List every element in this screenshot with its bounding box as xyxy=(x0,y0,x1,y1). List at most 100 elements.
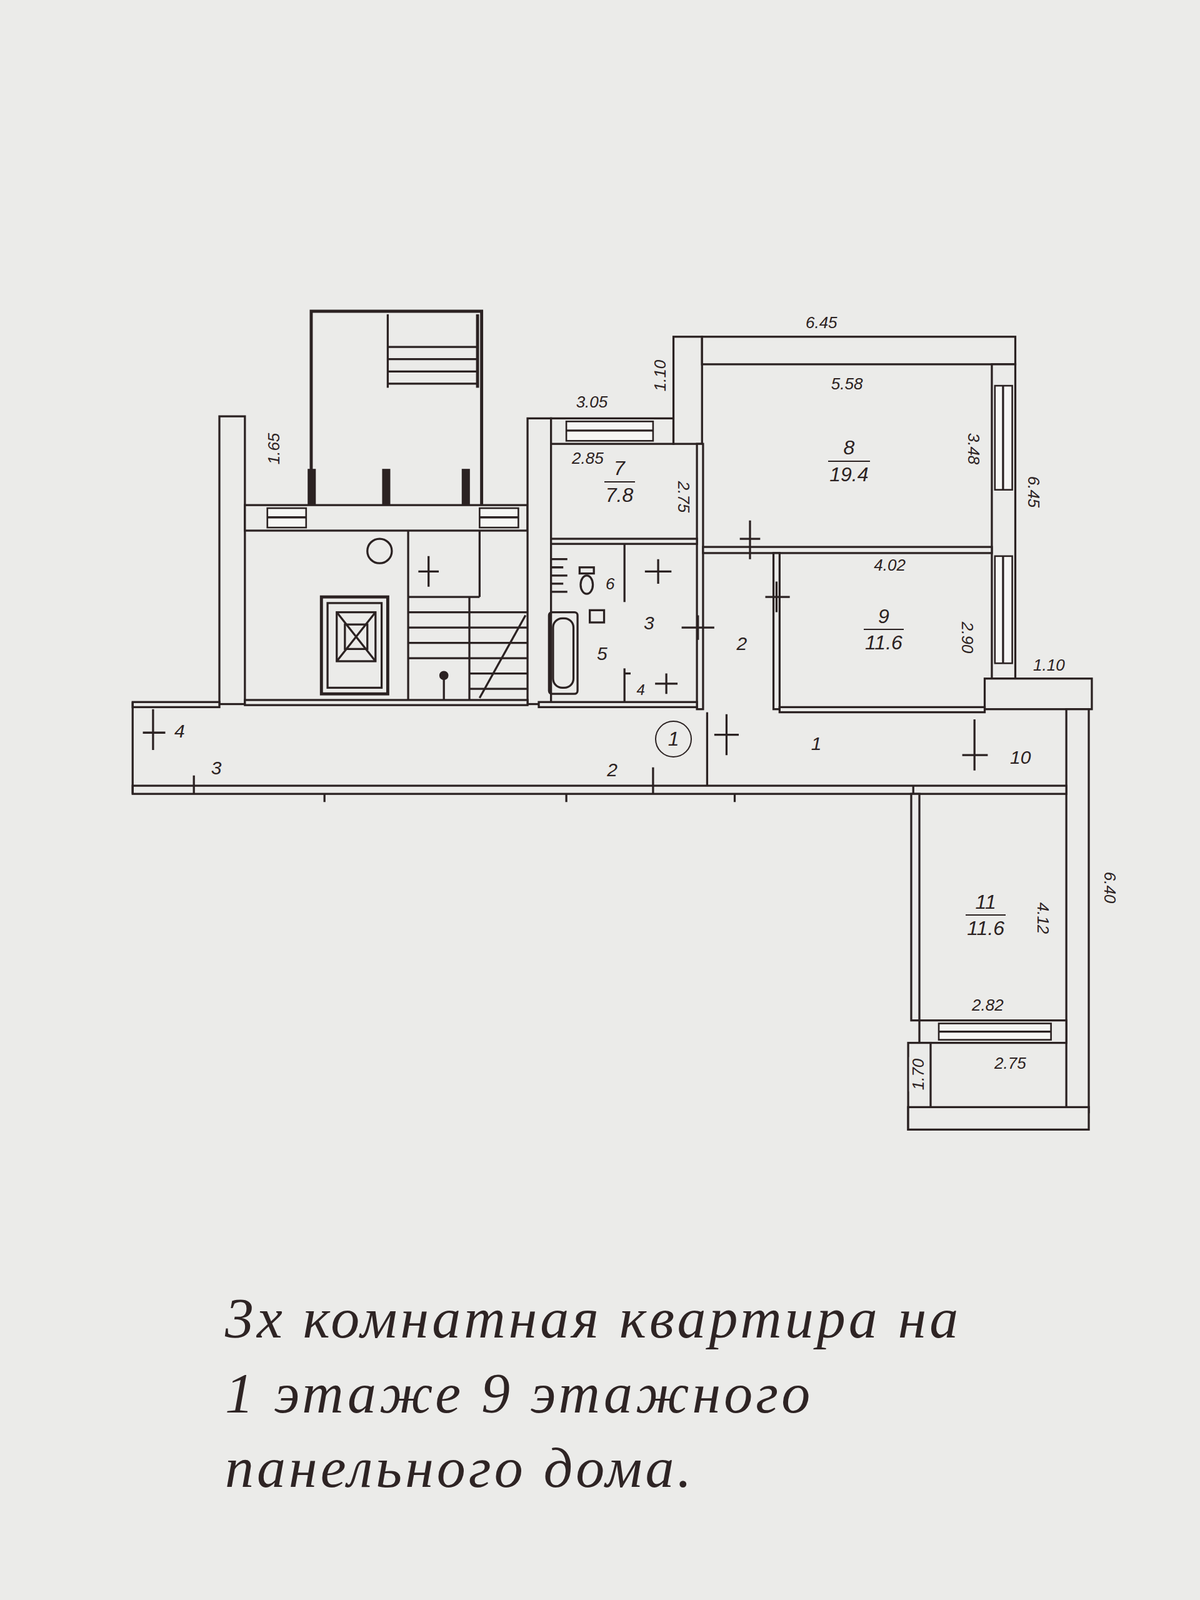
stair-tread xyxy=(469,687,528,690)
window xyxy=(995,556,1013,664)
wall xyxy=(919,1020,1067,1044)
door-mark xyxy=(143,709,166,750)
door-mark xyxy=(765,581,790,613)
room-label: 77.8 xyxy=(599,453,640,511)
pipe-symbol xyxy=(367,538,392,564)
toilet xyxy=(580,575,594,594)
window xyxy=(938,1023,1052,1040)
room-number: 7 xyxy=(604,456,635,483)
window xyxy=(566,421,654,441)
partition-line xyxy=(478,530,481,597)
room-number: 1 xyxy=(810,732,824,754)
room-number: 8 xyxy=(828,436,870,462)
room-number: 3 xyxy=(210,756,224,778)
dimension-label: 2.90 xyxy=(958,620,977,655)
fixtures xyxy=(548,559,604,695)
room-label: 819.4 xyxy=(823,432,875,490)
dimension-label: 3.05 xyxy=(575,393,610,412)
dimension-label: 6.40 xyxy=(1101,870,1120,905)
stair-tread xyxy=(387,370,478,373)
wall xyxy=(527,418,552,704)
column xyxy=(462,469,470,505)
stair-tread xyxy=(387,382,478,385)
door-mark xyxy=(193,767,654,794)
stair-arrow xyxy=(479,615,525,698)
room-number: 6 xyxy=(604,575,616,594)
callout-circle: 1 xyxy=(655,720,692,758)
tick xyxy=(324,785,914,802)
windows xyxy=(267,385,1052,1040)
dimension-label: 6.45 xyxy=(804,313,839,332)
walls xyxy=(132,336,1092,1130)
wall xyxy=(551,418,674,444)
door-mark xyxy=(740,520,761,560)
window-line xyxy=(1001,385,1004,490)
wall xyxy=(245,700,528,705)
window-line xyxy=(1001,556,1004,664)
wall xyxy=(245,505,528,531)
room-area: 7.8 xyxy=(605,482,634,507)
partition-line xyxy=(706,712,709,787)
door-mark xyxy=(645,559,672,584)
lift-shaft xyxy=(327,603,382,689)
lift-cross xyxy=(336,612,376,662)
dimension-label: 1.70 xyxy=(909,1057,928,1092)
stair-block xyxy=(308,311,482,505)
door-mark xyxy=(681,615,715,640)
room-number: 5 xyxy=(595,642,609,664)
dimension-label: 2.82 xyxy=(970,996,1005,1015)
wall xyxy=(673,336,703,444)
room-area: 11.6 xyxy=(865,630,903,655)
room-number: 2 xyxy=(605,759,619,780)
partition xyxy=(703,546,992,554)
dimension-label: 2.85 xyxy=(570,449,605,468)
dimension-label: 3.48 xyxy=(964,431,983,467)
dimension-label: 1.10 xyxy=(651,358,670,394)
wall xyxy=(908,1106,1089,1130)
room-number: 10 xyxy=(1008,746,1032,768)
dimension-label: 1.65 xyxy=(264,431,283,467)
room-area: 19.4 xyxy=(829,461,869,487)
window-line xyxy=(479,516,519,519)
dimension-label: 2.75 xyxy=(675,480,694,515)
wall xyxy=(1066,709,1089,1113)
room-area: 11.6 xyxy=(966,915,1005,940)
partition-line xyxy=(624,672,631,675)
dot xyxy=(440,671,449,680)
toilet xyxy=(579,567,594,574)
partition xyxy=(696,443,704,709)
room-number: 2 xyxy=(735,632,749,654)
bathtub xyxy=(553,618,574,688)
stair-tread xyxy=(469,672,528,675)
lift-cabin xyxy=(336,612,376,662)
room-number: 11 xyxy=(965,890,1006,917)
dimension-label: 6.45 xyxy=(1025,475,1044,510)
column xyxy=(382,469,390,505)
window-line xyxy=(938,1030,1052,1033)
room-number: 3 xyxy=(642,611,656,633)
wall xyxy=(991,364,1016,679)
caption: 3х комнатная квартира на 1 этаже 9 этажн… xyxy=(225,1281,963,1506)
partition xyxy=(551,538,697,544)
wall xyxy=(911,793,920,1020)
wall xyxy=(132,785,1067,794)
room-label: 911.6 xyxy=(858,600,909,659)
column xyxy=(308,469,315,505)
window-line xyxy=(566,429,654,432)
vent-hatch xyxy=(551,559,568,592)
room-number: 4 xyxy=(635,681,647,698)
wall-line xyxy=(131,701,134,794)
wall xyxy=(701,336,1015,365)
window xyxy=(267,508,307,528)
lift-shaft xyxy=(321,596,388,694)
partition xyxy=(773,553,780,710)
door-mark xyxy=(714,714,739,755)
lift-and-stairs xyxy=(321,530,528,700)
window xyxy=(479,508,519,528)
stair-tread xyxy=(408,656,528,659)
doors xyxy=(143,520,989,803)
partition-line xyxy=(623,543,626,602)
stair-line xyxy=(476,314,480,389)
